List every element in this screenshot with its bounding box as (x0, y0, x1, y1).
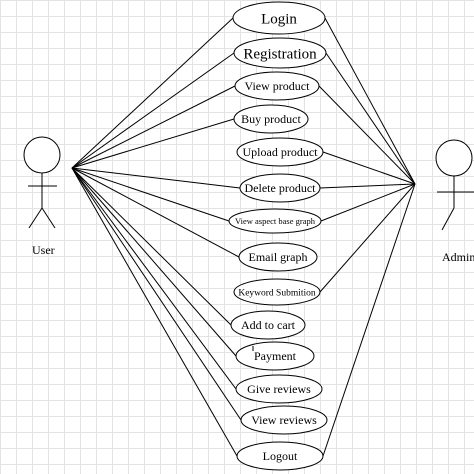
use-case-ellipse (235, 341, 315, 371)
association-user-add-to-cart (71, 167, 232, 326)
association-admin-registration (325, 52, 416, 185)
use-case-label: Keyword Submition (238, 288, 316, 298)
use-case-view-aspect-base-graph: View aspect base graph (228, 208, 322, 234)
association-admin-delete-product (319, 183, 416, 189)
admin-actor-head (435, 139, 473, 177)
association-admin-logout (322, 183, 416, 457)
user-actor-label: User (32, 243, 55, 257)
use-case-label: Logout (263, 449, 298, 463)
association-admin-view-product (318, 85, 416, 185)
use-case-registration: Registration (233, 37, 327, 69)
use-case-add-to-cart: Add to cart (230, 310, 306, 340)
use-case-view-product: View product (234, 71, 320, 101)
use-case-label: Login (261, 11, 297, 27)
use-case-ellipse (232, 1, 326, 35)
use-case-delete-product: Delete product (239, 173, 321, 203)
use-case-payment: Payment (235, 341, 315, 371)
use-case-ellipse (230, 310, 306, 340)
use-case-label: Delete product (245, 181, 317, 195)
use-case-ellipse (240, 405, 328, 435)
use-case-ellipse (233, 104, 309, 134)
admin-actor: Admin (435, 139, 474, 264)
association-user-give-reviews (71, 167, 237, 390)
association-user-registration (71, 52, 235, 169)
use-case-label: View aspect base graph (235, 216, 316, 226)
association-admin-upload-product (322, 151, 416, 185)
association-user-delete-product (71, 167, 241, 189)
use-case-label: View reviews (251, 413, 317, 427)
use-case-view-reviews: View reviews (240, 405, 328, 435)
use-case-label: Payment (254, 349, 297, 363)
use-case-label: View product (245, 79, 311, 93)
use-case-login: Login (232, 1, 326, 35)
use-case-label: Buy product (241, 112, 301, 126)
use-case-buy-product: Buy product (233, 104, 309, 134)
use-case-keyword-submition: Keyword Submition (233, 278, 321, 306)
association-admin-keyword-submition (319, 183, 416, 293)
association-user-view-reviews (71, 167, 242, 421)
admin-actor-label: Admin (442, 250, 474, 264)
association-user-email-graph (71, 167, 240, 258)
use-case-email-graph: Email graph (238, 242, 318, 272)
association-admin-login (324, 17, 416, 185)
user-actor-head (23, 136, 61, 174)
use-case-ellipse (228, 208, 322, 234)
association-user-buy-product (71, 118, 235, 169)
use-case-ellipse (236, 137, 324, 167)
user-actor-left-leg (28, 207, 43, 229)
admin-actor-left-leg (441, 207, 455, 231)
use-case-label: Give reviews (247, 382, 311, 396)
association-user-payment (71, 167, 237, 357)
use-case-upload-product: Upload product (236, 137, 324, 167)
use-case-ellipse (239, 173, 321, 203)
user-actor-right-leg (41, 207, 56, 229)
use-case-logout: Logout (236, 441, 324, 471)
association-user-logout (71, 167, 238, 457)
use-case-label: Email graph (249, 250, 308, 264)
use-case-ellipse (235, 374, 323, 404)
association-user-login (71, 17, 234, 169)
use-case-ellipse (233, 37, 327, 69)
association-lines (71, 17, 416, 457)
use-case-ellipse (238, 242, 318, 272)
association-admin-view-aspect-base-graph (320, 183, 416, 222)
use-case-label: Registration (243, 46, 317, 62)
use-case-give-reviews: Give reviews (235, 374, 323, 404)
association-user-view-aspect-base-graph (71, 167, 230, 222)
use-case-ellipse (233, 278, 321, 306)
use-case-ellipse (236, 441, 324, 471)
use-case-ellipse (234, 71, 320, 101)
user-actor: User (23, 136, 61, 257)
use-case-label: Upload product (243, 145, 319, 159)
use-case-label: Add to cart (241, 318, 296, 332)
association-user-view-product (71, 85, 236, 169)
